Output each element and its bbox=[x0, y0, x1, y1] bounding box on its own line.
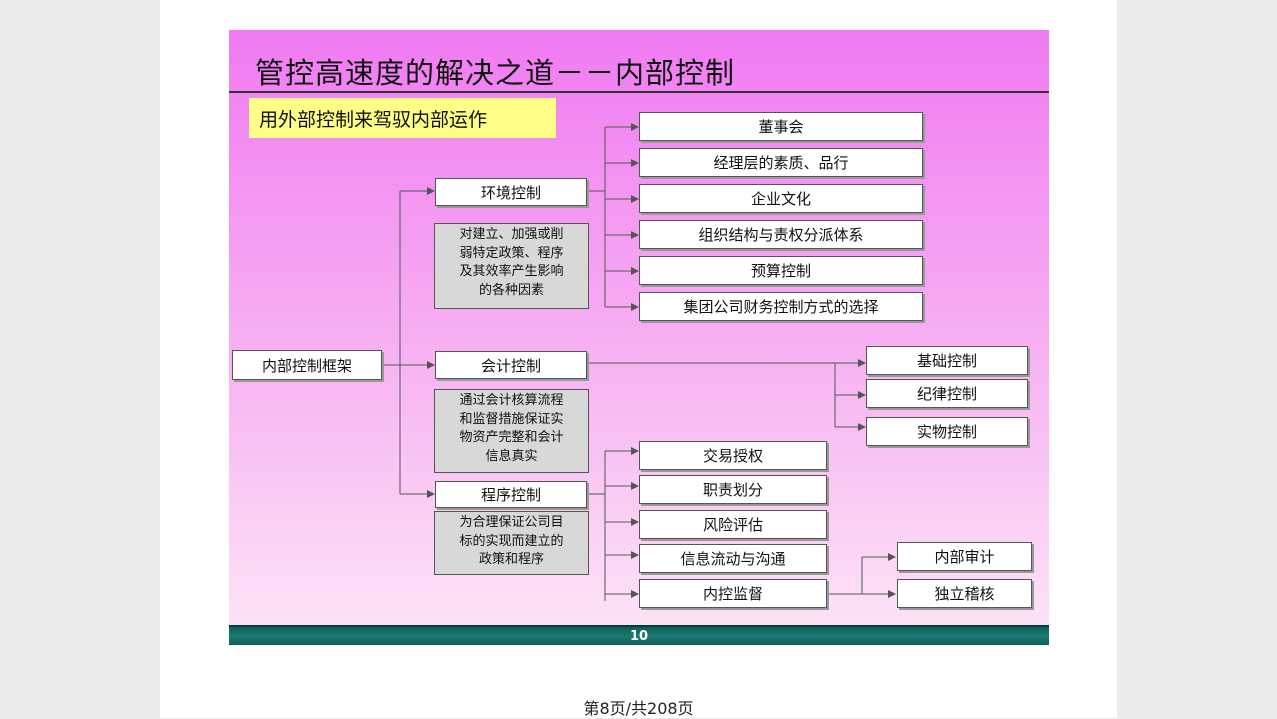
description-environment: 对建立、加强或削 弱特定政策、程序 及其效率产生影响 的各种因素 bbox=[434, 223, 589, 309]
description-accounting: 通过会计核算流程 和监督措施保证实 物资产完整和会计 信息真实 bbox=[434, 389, 589, 473]
accounting-item: 基础控制 bbox=[866, 346, 1028, 375]
root-box: 内部控制框架 bbox=[232, 350, 382, 380]
description-line: 的各种因素 bbox=[478, 282, 544, 298]
supervision-item: 内部审计 bbox=[897, 542, 1032, 571]
description-line: 弱特定政策、程序 bbox=[459, 245, 564, 261]
accounting-item: 纪律控制 bbox=[866, 379, 1028, 408]
slide-number: 10 bbox=[629, 628, 649, 644]
description-line: 及其效率产生影响 bbox=[459, 264, 564, 279]
slide-footer-bar: 10 bbox=[229, 625, 1049, 645]
environment-item: 预算控制 bbox=[639, 256, 923, 285]
accounting-item: 实物控制 bbox=[866, 417, 1028, 446]
description-line: 物资产完整和会计 bbox=[459, 430, 564, 445]
procedure-item: 信息流动与沟通 bbox=[639, 544, 827, 573]
description-line: 和监督措施保证实 bbox=[459, 411, 564, 427]
supervision-item: 独立稽核 bbox=[897, 579, 1032, 608]
title-rule bbox=[229, 91, 1049, 93]
description-line: 对建立、加强或削 bbox=[459, 227, 564, 242]
procedure-item: 职责划分 bbox=[639, 475, 827, 504]
category-procedure: 程序控制 bbox=[435, 481, 587, 508]
subtitle-banner: 用外部控制来驾驭内部运作 bbox=[249, 98, 556, 138]
environment-item: 经理层的素质、品行 bbox=[639, 148, 923, 177]
page-counter: 第8页/共208页 bbox=[583, 699, 694, 718]
environment-item: 组织结构与责权分派体系 bbox=[639, 220, 923, 249]
description-line: 政策和程序 bbox=[478, 552, 544, 567]
environment-item: 董事会 bbox=[639, 112, 923, 141]
environment-item: 集团公司财务控制方式的选择 bbox=[639, 292, 923, 321]
description-line: 通过会计核算流程 bbox=[459, 393, 564, 408]
description-line: 标的实现而建立的 bbox=[459, 533, 564, 549]
slide-title: 管控高速度的解决之道－－内部控制 bbox=[255, 56, 736, 90]
category-environment: 环境控制 bbox=[435, 178, 587, 206]
category-accounting: 会计控制 bbox=[435, 351, 587, 379]
slide: 管控高速度的解决之道－－内部控制 用外部控制来驾驭内部运作 bbox=[229, 30, 1049, 645]
environment-item: 企业文化 bbox=[639, 184, 923, 213]
procedure-item: 内控监督 bbox=[639, 579, 827, 608]
procedure-item: 风险评估 bbox=[639, 510, 827, 539]
description-line: 信息真实 bbox=[485, 448, 538, 464]
procedure-item: 交易授权 bbox=[639, 441, 827, 470]
description-line: 为合理保证公司目 bbox=[459, 515, 564, 530]
description-procedure: 为合理保证公司目 标的实现而建立的 政策和程序 bbox=[434, 511, 589, 575]
connector-lines bbox=[382, 123, 896, 601]
